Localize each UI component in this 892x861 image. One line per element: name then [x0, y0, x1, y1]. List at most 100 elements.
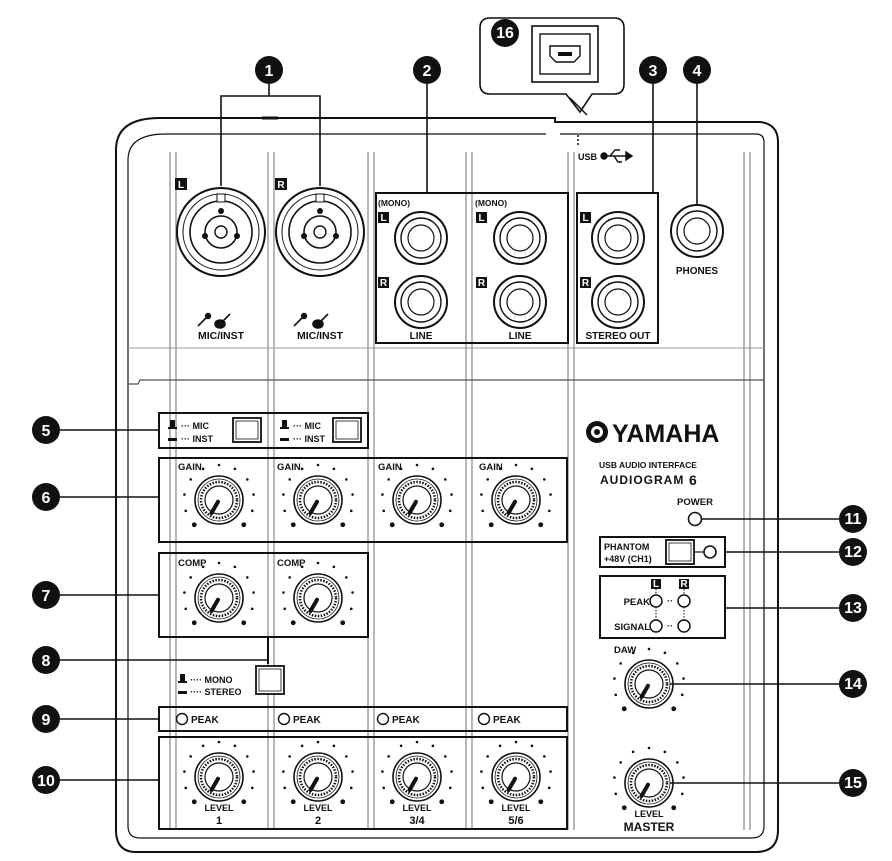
svg-text:8: 8 [42, 653, 51, 670]
svg-text:L: L [178, 180, 184, 191]
svg-text:R: R [277, 180, 285, 191]
line-jack-6-right[interactable]: R [476, 275, 547, 329]
mic-label-2: ··· MIC [293, 421, 321, 431]
meter-signal-label: SIGNAL [614, 622, 650, 633]
combo-jack-right[interactable]: R [275, 178, 365, 277]
svg-text:15: 15 [844, 775, 862, 792]
stereo-out-jack-left[interactable]: L [580, 211, 645, 265]
phantom-label-line1: PHANTOM [604, 542, 649, 552]
level-label-2: LEVEL 2 [303, 803, 333, 827]
gain-knob-1[interactable] [183, 463, 255, 528]
peak-led-3: PEAK [376, 712, 421, 726]
gain-group [158, 457, 568, 543]
usb-inset-pointer [569, 97, 588, 116]
svg-text:12: 12 [844, 544, 862, 561]
level-knob-1[interactable] [183, 740, 255, 805]
phantom-led [703, 545, 717, 559]
signal-led-right [677, 619, 691, 633]
meter-left-tag-text: L [653, 579, 659, 590]
svg-text:10: 10 [37, 773, 55, 790]
callout-12: 12 [839, 538, 867, 566]
line-label-3-4: LINE [410, 331, 433, 342]
svg-text:PEAK: PEAK [191, 715, 220, 726]
meter-right-tag-text: R [680, 579, 688, 590]
svg-text:6: 6 [42, 490, 51, 507]
stereo-out-label: STEREO OUT [585, 331, 650, 342]
gain-label-4: GAIN [479, 462, 503, 473]
svg-text:1: 1 [216, 815, 222, 827]
level-knob-5-6[interactable] [480, 740, 552, 805]
svg-text:R: R [478, 278, 486, 289]
master-level-label: LEVEL [634, 809, 664, 819]
mono-stereo-switch[interactable] [255, 665, 285, 695]
callout-9: 9 [32, 705, 60, 733]
switch-mic-icon-1 [168, 420, 177, 441]
comp-knob-1[interactable] [183, 561, 255, 626]
gain-knob-4[interactable] [480, 463, 552, 528]
peak-led-1: PEAK [175, 712, 220, 726]
phantom-switch[interactable] [665, 539, 695, 565]
mic-inst-switch-2-face [335, 420, 359, 440]
gain-knob-3[interactable] [381, 463, 453, 528]
svg-text:L: L [380, 213, 386, 224]
svg-text:11: 11 [845, 511, 862, 528]
product-model: 6 [689, 472, 697, 488]
svg-text:LEVEL: LEVEL [303, 803, 333, 813]
callout-13: 13 [839, 594, 867, 622]
callout-7: 7 [32, 581, 60, 609]
phantom-label-line2: +48V (CH1) [604, 554, 652, 564]
callout-6: 6 [32, 483, 60, 511]
level-knob-2[interactable] [282, 740, 354, 805]
switch-mic-icon-2 [280, 420, 289, 441]
stereo-out-group [576, 192, 659, 344]
svg-text:13: 13 [844, 600, 862, 617]
combo-jack-left[interactable]: L [175, 178, 266, 277]
line-jack-5-left[interactable]: L [476, 211, 547, 265]
svg-text:LEVEL: LEVEL [501, 803, 531, 813]
line-jack-4-right[interactable]: R [378, 275, 448, 329]
callout-1: 1 [255, 56, 283, 84]
svg-text:PEAK: PEAK [293, 715, 322, 726]
callout-2: 2 [413, 56, 441, 84]
peak-led-right [677, 594, 691, 608]
meter-dots-signal: ·· [667, 621, 673, 631]
svg-text:LEVEL: LEVEL [204, 803, 234, 813]
meter-dots-peak: ·· [667, 596, 673, 606]
power-led [687, 511, 703, 527]
mic-inst-switch-2[interactable] [332, 417, 362, 443]
phones-jack[interactable] [670, 204, 724, 258]
svg-text:PEAK: PEAK [493, 715, 522, 726]
line-input-group [375, 192, 569, 344]
gain-knob-2[interactable] [282, 463, 354, 528]
callout-11: 11 [839, 505, 867, 533]
svg-text:9: 9 [42, 712, 51, 729]
mic-inst-switch-1[interactable] [232, 417, 262, 443]
gain-label-2: GAIN [277, 462, 301, 473]
meter-left-tag [651, 579, 661, 589]
comp-knob-2[interactable] [282, 561, 354, 626]
svg-text:R: R [380, 278, 388, 289]
level-knob-3-4[interactable] [381, 740, 453, 805]
switch-mono-icon [178, 674, 187, 694]
callout-10: 10 [32, 766, 60, 794]
callout-leaders [60, 84, 840, 784]
stereo-label: ···· STEREO [190, 687, 242, 697]
svg-text:L: L [582, 213, 588, 224]
master-level-knob[interactable] [613, 746, 685, 811]
svg-text:2: 2 [315, 815, 321, 827]
svg-text:LEVEL: LEVEL [402, 803, 432, 813]
svg-text:14: 14 [844, 676, 862, 693]
level-group [158, 736, 568, 830]
usb-symbol-icon [600, 149, 634, 163]
line-label-5-6: LINE [509, 331, 532, 342]
callout-4: 4 [683, 56, 711, 84]
brand-logo: YAMAHA [612, 420, 719, 448]
meter-peak-label: PEAK [624, 597, 651, 608]
line-jack-3-left[interactable]: L [378, 211, 448, 265]
stereo-out-jack-right[interactable]: R [580, 275, 645, 329]
svg-text:3: 3 [649, 63, 658, 80]
signal-led-left [649, 619, 663, 633]
power-label: POWER [677, 497, 713, 508]
